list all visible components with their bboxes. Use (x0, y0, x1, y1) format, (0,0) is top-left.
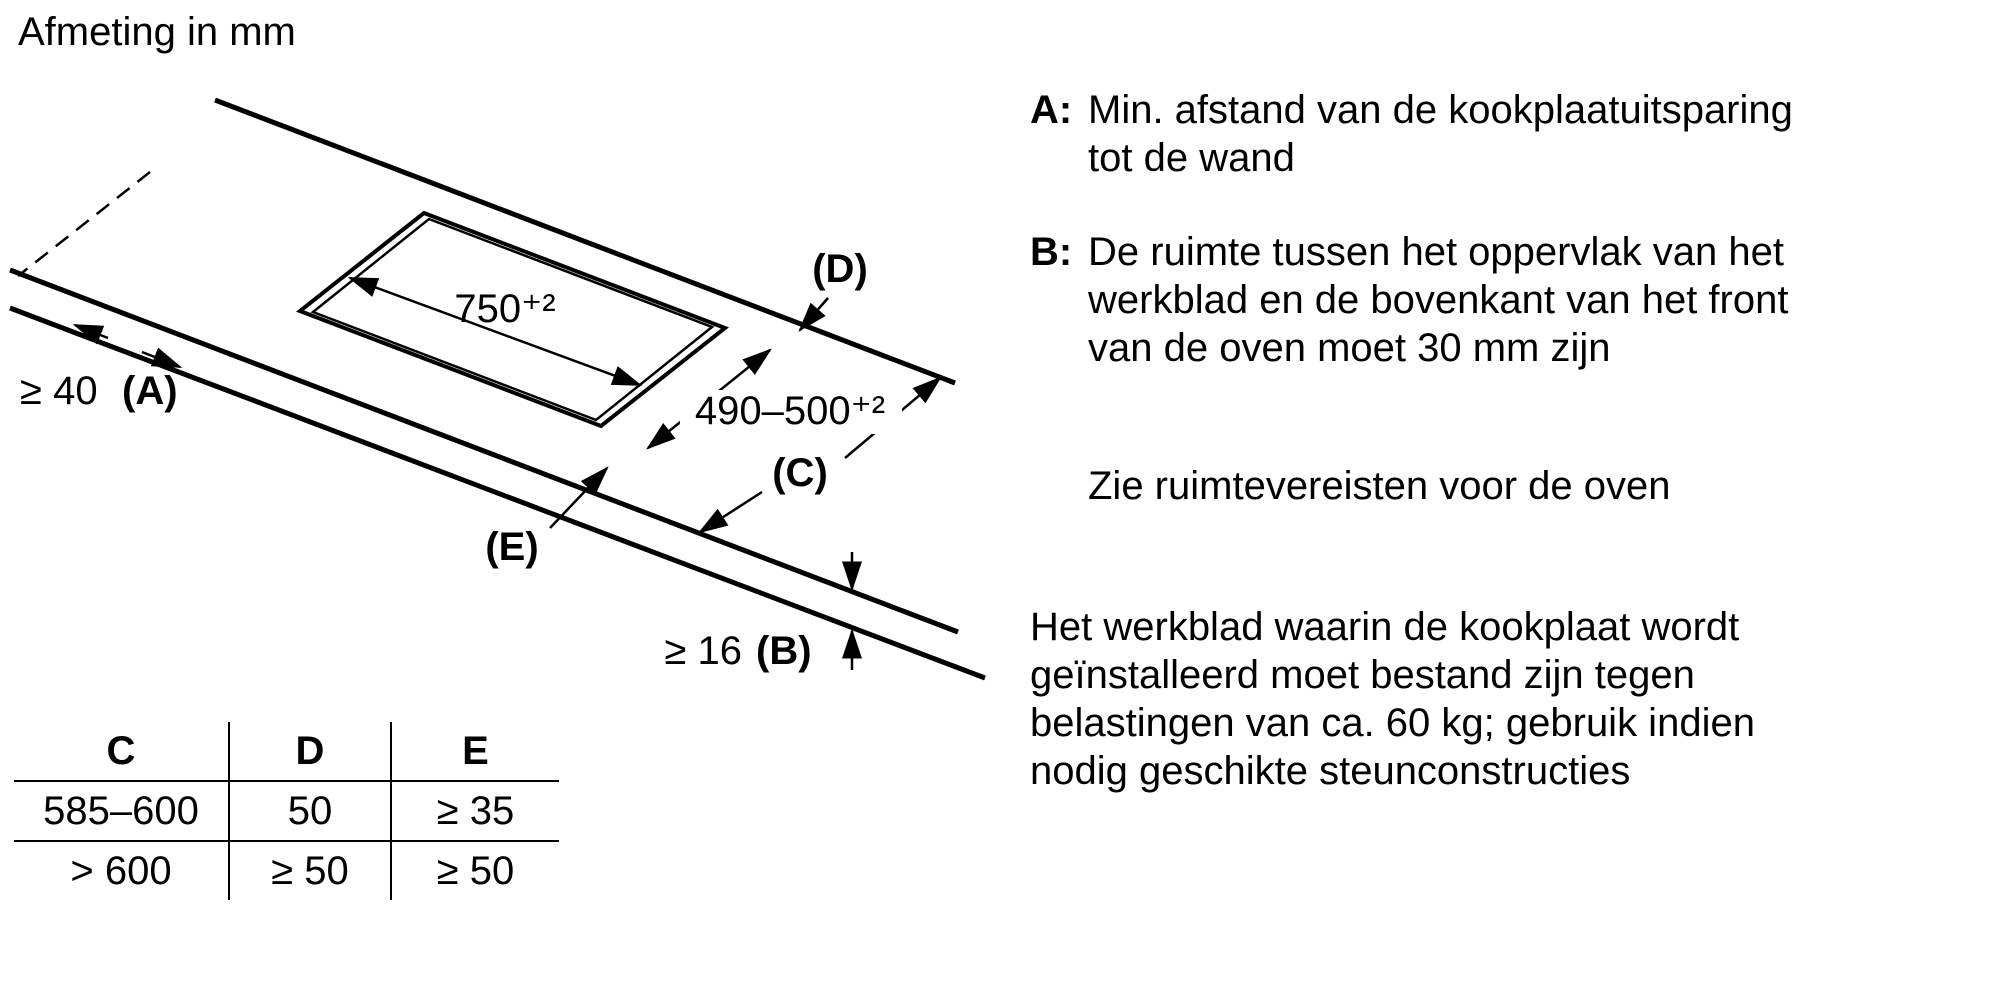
wall-dashed-line (17, 171, 151, 277)
table-header-row: C D E (14, 722, 559, 781)
dim-a-arrow-left (72, 323, 109, 345)
note-oven-spacer (1030, 462, 1088, 510)
note-a-key: A: (1030, 88, 1073, 132)
installation-diagram: 750⁺² 490–500⁺² (D) (C) (E) ≥ 40 (A) ≥ 1… (9, 97, 986, 681)
table-row: 585–600 50 ≥ 35 (14, 781, 559, 841)
table-cell-d1: 50 (229, 781, 392, 841)
key-d-arrow (798, 297, 829, 332)
dim-b-value: ≥ 16 (664, 629, 742, 673)
table-cell-e1: ≥ 35 (436, 788, 515, 833)
key-d-label: (D) (812, 247, 868, 291)
key-e-arrow (549, 466, 609, 529)
note-b-text: De ruimte tussen het oppervlak van het w… (1088, 230, 1789, 370)
table-header-d: D (229, 722, 392, 781)
key-e-label: (E) (485, 525, 538, 569)
dim-depth-label: 490–500⁺² (695, 389, 885, 433)
dimension-table: C D E 585–600 50 ≥ 35 > 600 ≥ 50 ≥ 50 (14, 722, 559, 900)
table-header-e: E (462, 728, 489, 773)
page-title: Afmeting in mm (18, 10, 296, 54)
dim-width-arrow (347, 276, 643, 387)
dim-a-value: ≥ 40 (20, 369, 98, 413)
worktop-front-top-edge (9, 267, 959, 635)
dim-c-arrow-front (697, 490, 763, 534)
note-a-text: Min. afstand van de kookplaatuitsparing … (1088, 88, 1793, 180)
table-cell-d2: ≥ 50 (229, 841, 392, 900)
notes-panel: A: Min. afstand van de kookplaatuitspari… (1030, 86, 1970, 795)
worktop-front-bottom-edge (9, 305, 986, 681)
dim-depth-label-backdrop (680, 390, 902, 434)
worktop-back-edge (214, 97, 956, 386)
table-cell-c2: > 600 (14, 841, 230, 900)
dim-width-label: 750⁺² (454, 287, 555, 331)
note-a: A: Min. afstand van de kookplaatuitspari… (1030, 86, 1970, 182)
table-header-c: C (14, 722, 230, 781)
dim-b-key: (B) (756, 629, 812, 673)
table-cell-c1: 585–600 (14, 781, 230, 841)
note-oven: Zie ruimtevereisten voor de oven (1030, 462, 1970, 510)
note-b: B: De ruimte tussen het oppervlak van he… (1030, 228, 1970, 372)
key-c-label: (C) (772, 451, 828, 495)
dim-a-key: (A) (122, 369, 178, 413)
note-oven-text: Zie ruimtevereisten voor de oven (1088, 464, 1671, 508)
note-b-key: B: (1030, 230, 1073, 274)
dim-a-arrow-right (141, 347, 183, 369)
table-row: > 600 ≥ 50 ≥ 50 (14, 841, 559, 900)
table-cell-e2: ≥ 50 (436, 848, 515, 893)
note-load: Het werkblad waarin de kookplaat wordt g… (1030, 605, 1755, 793)
